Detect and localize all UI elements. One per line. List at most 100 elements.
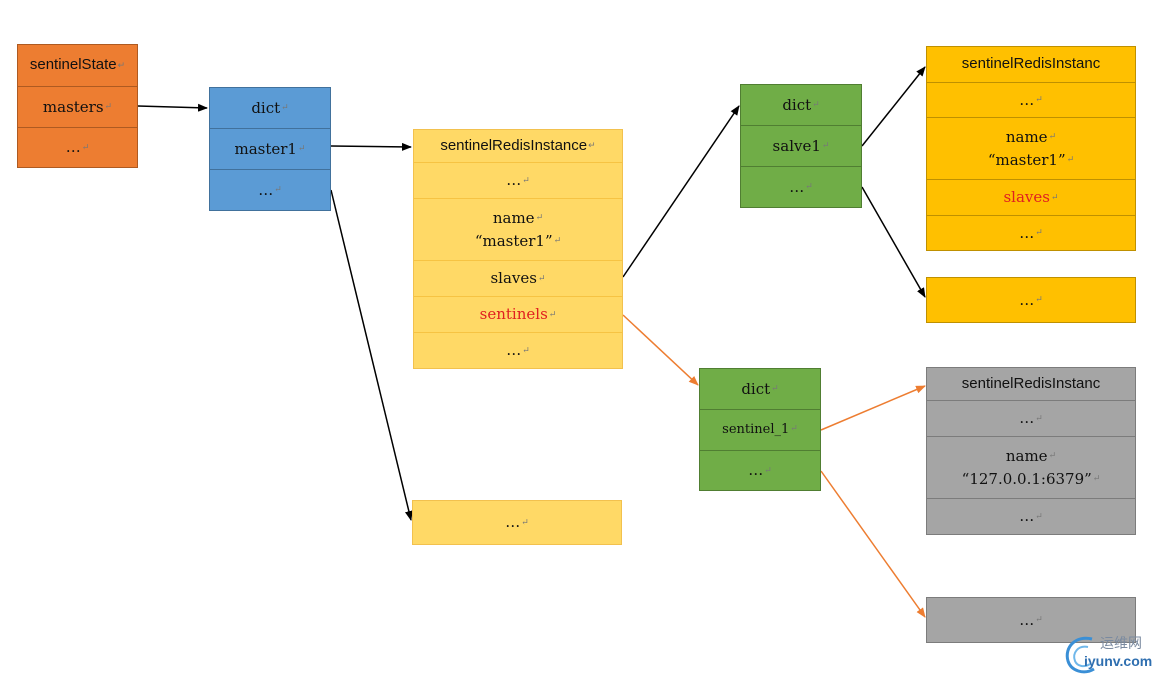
arrow-salve1-to-instance (861, 66, 926, 147)
master-instance-more1: … (506, 171, 522, 190)
arrow-sentinel1-to-instance (820, 385, 926, 431)
master-other-more: … (505, 513, 521, 532)
return-mark: ↵ (522, 175, 530, 186)
master-instance-name-label: name (492, 209, 535, 227)
master-other-struct: …↵ (412, 500, 622, 545)
master-instance-slaves: slaves (490, 269, 537, 288)
slaves-dict-title: dict (782, 95, 812, 114)
slaves-dict: dict↵ salve1↵ …↵ (740, 84, 862, 208)
slave-instance-name-label: name (1005, 128, 1048, 146)
arrow-master1-to-instance (330, 142, 412, 151)
sentinel-instance-more1-cell: …↵ (927, 401, 1135, 437)
slave-instance-struct: sentinelRedisInstanc …↵ name↵ “master1”↵… (926, 46, 1136, 251)
return-mark: ↵ (1035, 295, 1043, 305)
arrow-sentinels-more-to-other (820, 470, 926, 618)
return-mark: ↵ (790, 424, 798, 434)
watermark-swirl-icon (1065, 636, 1095, 674)
return-mark: ↵ (81, 142, 90, 153)
sentinel-instance-name-cell: name↵ “127.0.0.1:6379”↵ (927, 437, 1135, 499)
return-mark: ↵ (281, 103, 289, 113)
return-mark: ↵ (1035, 95, 1043, 105)
return-mark: ↵ (1035, 615, 1043, 625)
sentinel-other-more: … (1019, 610, 1035, 629)
return-mark: ↵ (537, 273, 546, 284)
sentinels-dict-more-cell: …↵ (700, 451, 820, 490)
master-instance-title: sentinelRedisInstance (440, 136, 588, 154)
masters-dict-more-cell: …↵ (210, 170, 330, 210)
slave-other-more: … (1019, 290, 1035, 309)
return-mark: ↵ (1035, 413, 1043, 424)
slave-instance-more1: … (1019, 90, 1035, 109)
return-mark: ↵ (1035, 511, 1043, 522)
arrow-slaves-more-to-other (861, 186, 926, 298)
sentinel-state-masters: masters (42, 97, 104, 116)
return-mark: ↵ (805, 182, 813, 192)
sentinel-instance-more2-cell: …↵ (927, 499, 1135, 534)
return-mark: ↵ (274, 185, 282, 195)
masters-dict-entry-cell: master1↵ (210, 129, 330, 170)
watermark-logo: 运维网 iyunv.com (1062, 631, 1162, 677)
return-mark: ↵ (1035, 228, 1043, 238)
return-mark: ↵ (812, 100, 820, 110)
return-mark: ↵ (521, 517, 529, 528)
return-mark: ↵ (821, 141, 830, 151)
return-mark: ↵ (522, 345, 530, 356)
slave-other-struct: …↵ (926, 277, 1136, 323)
return-mark: ↵ (1048, 132, 1057, 143)
arrow-masters-to-dict (137, 103, 208, 112)
return-mark: ↵ (1050, 192, 1059, 203)
sentinels-dict-entry: sentinel_1 (722, 422, 790, 438)
return-mark: ↵ (764, 465, 772, 476)
return-mark: ↵ (1066, 154, 1075, 165)
slave-other-cell: …↵ (927, 278, 1135, 322)
masters-dict-more: … (258, 180, 274, 199)
watermark-cn: 运维网 (1100, 636, 1142, 652)
return-mark: ↵ (104, 102, 113, 112)
arrow-slaves-to-slaves-dict (622, 105, 740, 278)
sentinels-dict: dict↵ sentinel_1↵ …↵ (699, 368, 821, 491)
return-mark: ↵ (535, 213, 544, 224)
sentinel-state-more: … (65, 138, 81, 157)
sentinel-instance-more2: … (1019, 507, 1035, 526)
sentinels-dict-title-cell: dict↵ (700, 369, 820, 410)
sentinel-state-title-cell: sentinelState↵ (18, 45, 137, 87)
master-instance-name-cell: name↵ “master1”↵ (414, 199, 622, 261)
slaves-dict-entry: salve1 (772, 136, 821, 155)
return-mark: ↵ (553, 235, 562, 246)
master-instance-sentinels-cell: sentinels↵ (414, 297, 622, 333)
sentinel-instance-title-cell: sentinelRedisInstanc (927, 368, 1135, 401)
masters-dict-title: dict (251, 98, 281, 117)
slave-instance-slaves-cell: slaves↵ (927, 180, 1135, 216)
sentinel-instance-name-label: name (1005, 447, 1048, 465)
slaves-dict-title-cell: dict↵ (741, 85, 861, 126)
return-mark: ↵ (588, 140, 596, 151)
slaves-dict-more-cell: …↵ (741, 167, 861, 207)
slave-instance-more1-cell: …↵ (927, 83, 1135, 118)
sentinel-instance-name-value: “127.0.0.1:6379” (961, 469, 1092, 488)
slaves-dict-entry-cell: salve1↵ (741, 126, 861, 167)
slave-instance-name-value: “master1” (987, 150, 1066, 169)
master-instance-sentinels: sentinels (479, 305, 548, 324)
master-instance-more1-cell: …↵ (414, 163, 622, 199)
masters-dict: dict↵ master1↵ …↵ (209, 87, 331, 211)
return-mark: ↵ (1092, 473, 1101, 484)
return-mark: ↵ (771, 384, 779, 394)
return-mark: ↵ (548, 309, 557, 320)
sentinel-other-struct: …↵ (926, 597, 1136, 643)
master-instance-struct: sentinelRedisInstance↵ …↵ name↵ “master1… (413, 129, 623, 369)
slave-instance-title-cell: sentinelRedisInstanc (927, 47, 1135, 83)
sentinels-dict-entry-cell: sentinel_1↵ (700, 410, 820, 451)
slaves-dict-more: … (789, 177, 805, 196)
masters-dict-entry: master1 (234, 139, 297, 158)
masters-dict-title-cell: dict↵ (210, 88, 330, 129)
master-instance-title-cell: sentinelRedisInstance↵ (414, 130, 622, 163)
return-mark: ↵ (297, 144, 306, 154)
master-instance-more2: … (506, 341, 522, 360)
return-mark: ↵ (1048, 451, 1057, 462)
master-instance-more2-cell: …↵ (414, 333, 622, 368)
sentinel-instance-more1: … (1019, 409, 1035, 428)
sentinel-instance-title: sentinelRedisInstanc (961, 374, 1101, 392)
slave-instance-more2-cell: …↵ (927, 216, 1135, 250)
slave-instance-slaves: slaves (1003, 188, 1050, 207)
